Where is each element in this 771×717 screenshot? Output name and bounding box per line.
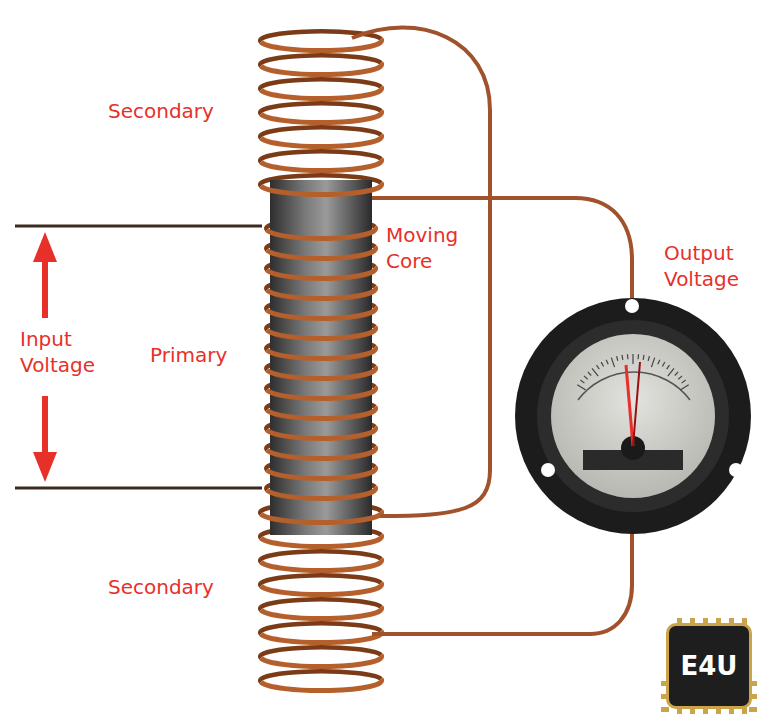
secondary-coil: [261, 679, 382, 691]
secondary-coil: [261, 63, 382, 75]
part-label: Primary: [150, 342, 260, 368]
part-label: Secondary: [108, 574, 248, 600]
primary-coil: [267, 247, 376, 259]
input-wire: [15, 487, 262, 490]
meter-tick: [667, 365, 670, 369]
secondary-coil: [261, 535, 382, 547]
secondary-coil: [260, 623, 381, 634]
meter-tick: [662, 362, 664, 366]
meter-tick: [588, 372, 591, 376]
secondary-coil: [261, 655, 382, 667]
meter-tick: [592, 368, 598, 376]
meter-tick: [658, 360, 660, 365]
part-label: Moving Core: [386, 222, 482, 274]
coil-back-turns: [260, 31, 381, 682]
meter-tick: [678, 376, 682, 379]
meter-tick: [680, 385, 688, 390]
primary-coil: [267, 287, 376, 299]
secondary-coil: [261, 631, 382, 643]
primary-coil: [267, 347, 376, 359]
secondary-link-wire: [352, 28, 490, 516]
meter-tick: [643, 355, 645, 360]
secondary-coil: [260, 647, 381, 658]
primary-coil: [267, 327, 376, 339]
secondary-coil: [261, 583, 382, 595]
meter-tick: [601, 362, 603, 366]
secondary-coil: [261, 135, 382, 147]
primary-coil: [267, 307, 376, 319]
primary-coil: [267, 227, 376, 239]
chip-pin: [661, 707, 669, 712]
voltmeter: [515, 298, 751, 534]
meter-tick: [651, 358, 654, 367]
meter-tick: [632, 354, 633, 364]
coil-front-turns: [261, 39, 382, 691]
meter-tick: [596, 365, 599, 369]
logo-text: E4U: [681, 651, 738, 681]
part-label: Output Voltage: [664, 240, 764, 292]
secondary-coil: [260, 599, 381, 610]
primary-coil: [267, 447, 376, 459]
secondary-coil: [261, 159, 382, 171]
logo-chip: E4U: [666, 623, 752, 709]
meter-tick: [584, 376, 588, 379]
primary-coil: [267, 467, 376, 479]
secondary-coil: [260, 151, 381, 162]
meter-tick: [606, 360, 608, 365]
meter-tick: [611, 358, 614, 367]
secondary-coil: [260, 79, 381, 90]
secondary-coil: [261, 87, 382, 99]
secondary-coil: [260, 575, 381, 586]
meter-tick: [577, 385, 585, 390]
primary-coil: [267, 487, 376, 499]
chip-pins: [661, 618, 757, 717]
secondary-coil: [261, 183, 382, 195]
meter-tick: [617, 356, 618, 361]
secondary-coil: [260, 103, 381, 114]
meter-tick: [638, 354, 640, 359]
input-wire: [15, 225, 262, 228]
output-wire: [372, 198, 632, 298]
secondary-coil: [260, 127, 381, 138]
secondary-coil: [260, 55, 381, 66]
meter-tick: [627, 354, 629, 359]
secondary-coil: [260, 551, 381, 562]
chip-pin: [749, 707, 757, 712]
primary-coil: [267, 427, 376, 439]
part-label: Secondary: [108, 98, 248, 124]
secondary-coil: [261, 559, 382, 571]
secondary-coil: [260, 671, 381, 682]
meter-tick: [648, 356, 649, 361]
meter-tick: [668, 368, 674, 376]
secondary-coil: [261, 511, 382, 523]
meter-tick: [580, 380, 584, 383]
meter-tick: [675, 372, 678, 376]
secondary-coil: [261, 39, 382, 51]
meter-tick: [621, 355, 623, 360]
primary-coil: [267, 407, 376, 419]
primary-coil: [267, 387, 376, 399]
secondary-coil: [261, 607, 382, 619]
part-label: Input Voltage: [20, 326, 112, 378]
primary-coil: [267, 267, 376, 279]
output-wire: [372, 533, 632, 634]
secondary-coil: [261, 111, 382, 123]
meter-tick: [682, 380, 686, 383]
primary-coil: [267, 367, 376, 379]
